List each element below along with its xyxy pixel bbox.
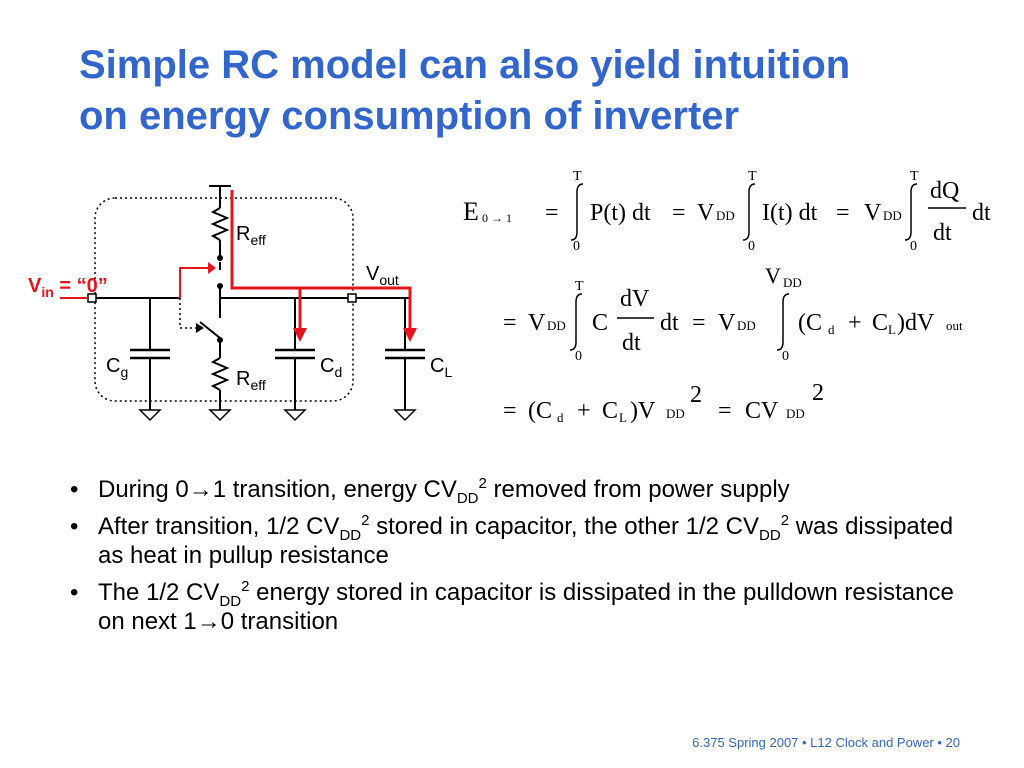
svg-text:0: 0 bbox=[575, 349, 582, 364]
svg-text:T: T bbox=[573, 169, 582, 184]
svg-text:DD: DD bbox=[783, 275, 802, 290]
svg-text:+: + bbox=[577, 398, 591, 424]
pullup-resistor bbox=[210, 207, 230, 241]
svg-text:T: T bbox=[910, 169, 919, 184]
svg-text:DD: DD bbox=[666, 406, 685, 421]
integral-4 bbox=[569, 293, 583, 351]
cg-label: Cg bbox=[106, 355, 128, 380]
svg-text:DD: DD bbox=[737, 318, 756, 333]
vout-label: Vout bbox=[366, 263, 399, 288]
svg-text:d: d bbox=[557, 410, 564, 425]
reff-top-label: Reff bbox=[236, 223, 266, 248]
slide-footer: 6.375 Spring 2007 • L12 Clock and Power … bbox=[692, 735, 960, 750]
bullet-item-3: • The 1/2 CVDD2 energy stored in capacit… bbox=[70, 578, 954, 635]
inverter-rc-circuit: Vin = “0” Vout Reff Reff Cg Cd CL bbox=[28, 185, 452, 422]
svg-text:C: C bbox=[592, 310, 608, 336]
svg-text:P(t) dt: P(t) dt bbox=[590, 200, 651, 226]
svg-text:dV: dV bbox=[620, 286, 650, 312]
svg-text:)dV: )dV bbox=[897, 310, 935, 336]
bullet-icon: • bbox=[70, 579, 79, 606]
svg-text:dt: dt bbox=[933, 220, 952, 246]
slide-title: Simple RC model can also yield intuition… bbox=[79, 40, 979, 142]
eq-E: E bbox=[463, 197, 479, 226]
gate-drive-to-pullup bbox=[179, 267, 208, 298]
title-line-1: Simple RC model can also yield intuition bbox=[79, 43, 851, 87]
svg-text:out: out bbox=[946, 318, 963, 333]
svg-text:=: = bbox=[692, 310, 706, 336]
svg-text:)V: )V bbox=[630, 398, 656, 424]
output-terminal bbox=[347, 293, 357, 303]
svg-text:(C: (C bbox=[798, 310, 822, 336]
svg-text:DD: DD bbox=[716, 208, 735, 223]
integral-2 bbox=[742, 183, 756, 241]
bullet-icon: • bbox=[70, 513, 79, 540]
energy-equations: E 0 → 1 = T 0 P(t) dt = V DD T 0 I(t) dt… bbox=[463, 169, 991, 425]
cl-label: CL bbox=[430, 355, 452, 380]
svg-text:DD: DD bbox=[547, 318, 566, 333]
svg-text:CV: CV bbox=[745, 398, 779, 424]
svg-text:V: V bbox=[528, 310, 546, 336]
svg-text:V: V bbox=[765, 263, 781, 288]
svg-text:+: + bbox=[848, 310, 862, 336]
svg-text:0: 0 bbox=[573, 239, 580, 254]
svg-text:=: = bbox=[503, 398, 517, 424]
svg-text:=: = bbox=[503, 310, 517, 336]
charge-current-path bbox=[230, 190, 412, 330]
svg-text:=: = bbox=[836, 200, 850, 226]
svg-text:C: C bbox=[872, 310, 888, 336]
svg-text:dt: dt bbox=[972, 200, 991, 226]
svg-text:d: d bbox=[828, 322, 835, 337]
reff-bottom-label: Reff bbox=[236, 368, 266, 393]
pulldown-switch bbox=[199, 321, 221, 339]
svg-text:V: V bbox=[864, 200, 882, 226]
svg-text:2: 2 bbox=[812, 380, 824, 406]
svg-text:L: L bbox=[888, 322, 896, 337]
integral-1 bbox=[570, 183, 584, 241]
integral-5 bbox=[776, 293, 790, 351]
bullet-item-2: • After transition, 1/2 CVDD2 stored in … bbox=[70, 512, 954, 569]
bullet-list: • During 0→1 transition, energy CVDD2 re… bbox=[70, 475, 970, 644]
svg-text:0: 0 bbox=[748, 239, 755, 254]
svg-text:2: 2 bbox=[690, 382, 702, 408]
svg-text:V: V bbox=[697, 200, 715, 226]
svg-text:dt: dt bbox=[622, 330, 641, 356]
title-line-2: on energy consumption of inverter bbox=[79, 94, 740, 138]
svg-text:T: T bbox=[748, 169, 757, 184]
svg-text:C: C bbox=[602, 398, 618, 424]
svg-text:T: T bbox=[575, 279, 584, 294]
svg-text:=: = bbox=[545, 200, 559, 226]
svg-text:=: = bbox=[718, 398, 732, 424]
bullet-item-1: • During 0→1 transition, energy CVDD2 re… bbox=[70, 475, 790, 507]
svg-text:dt: dt bbox=[660, 310, 679, 336]
svg-text:0: 0 bbox=[910, 239, 917, 254]
svg-text:L: L bbox=[619, 410, 627, 425]
svg-text:0 → 1: 0 → 1 bbox=[482, 211, 512, 225]
svg-text:DD: DD bbox=[883, 208, 902, 223]
svg-text:0: 0 bbox=[782, 349, 789, 364]
vin-label: Vin = “0” bbox=[28, 275, 108, 300]
svg-text:V: V bbox=[718, 310, 736, 336]
svg-text:dQ: dQ bbox=[930, 178, 959, 204]
pulldown-resistor bbox=[210, 357, 230, 391]
svg-text:=: = bbox=[672, 200, 686, 226]
svg-text:(C: (C bbox=[528, 398, 552, 424]
cd-label: Cd bbox=[320, 355, 342, 380]
svg-text:DD: DD bbox=[786, 406, 805, 421]
integral-3 bbox=[904, 183, 918, 241]
bullet-icon: • bbox=[70, 476, 79, 503]
ground-symbol bbox=[208, 409, 232, 422]
svg-text:I(t) dt: I(t) dt bbox=[762, 200, 818, 226]
